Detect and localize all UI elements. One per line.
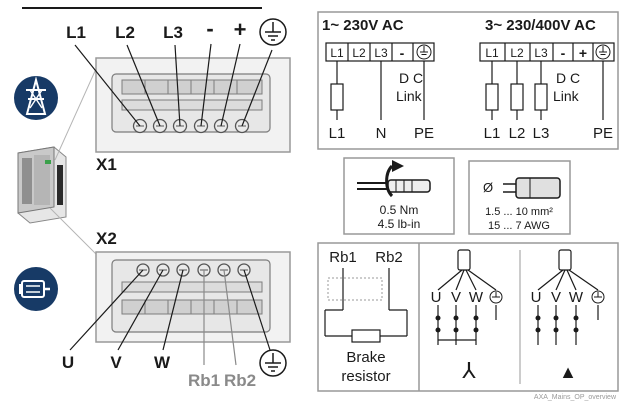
- x1-terminal-plus: +: [234, 17, 247, 42]
- supply-1ph-terminal-strip: [325, 42, 435, 62]
- brake-motor-panel: Rb1 Rb2 Brake resistor: [317, 242, 619, 392]
- footer-reference: AXA_Mains_OP_overview: [534, 394, 617, 401]
- supply-1ph-link: Link: [396, 88, 423, 104]
- motor-delta-u: U: [531, 289, 542, 306]
- drive-unit-illustration: [17, 59, 101, 259]
- x2-connector: X2 U V W Rb: [62, 229, 291, 390]
- supply-1ph-earth-icon: [416, 44, 432, 60]
- torque-lbin: 4.5 lb-in: [378, 217, 421, 231]
- motor-delta-v: V: [551, 289, 561, 306]
- x1-terminal-l2: L2: [115, 23, 135, 42]
- supply-3ph-out-l3: L3: [533, 125, 550, 142]
- x2-label: X2: [96, 229, 117, 248]
- supply-3ph-plus: +: [579, 45, 587, 61]
- x1-connector: L1 L2 L3 - + X1: [66, 16, 291, 174]
- wire-end-icon: [503, 177, 561, 199]
- supply-1ph-out-l1: L1: [329, 125, 346, 142]
- motor-star-v: V: [451, 289, 461, 306]
- x2-terminal-v: V: [110, 353, 122, 372]
- torque-nm: 0.5 Nm: [380, 203, 419, 217]
- x1-earth-icon: [259, 18, 287, 46]
- supply-3ph-title: 3~ 230/400V AC: [485, 17, 596, 34]
- motor-icon: [14, 267, 58, 311]
- x1-terminal-l3: L3: [163, 23, 183, 42]
- supply-panel: 1~ 230V AC L1 L2 L3 - D C Link: [317, 11, 619, 150]
- supply-1ph-dc: D C: [399, 70, 423, 86]
- brake-rb1: Rb1: [329, 249, 357, 266]
- x2-terminal-rb1: Rb1: [188, 371, 220, 390]
- wire-mm2: 1.5 ... 10 mm²: [485, 206, 553, 218]
- motor-star-symbol: ⅄: [461, 358, 476, 383]
- supply-3ph-out-l1: L1: [484, 125, 501, 142]
- motor-delta-symbol: ▲: [559, 362, 577, 382]
- supply-3ph-out-pe: PE: [593, 125, 613, 142]
- wire-diameter-symbol: Ø: [483, 180, 493, 195]
- x1-label: X1: [96, 155, 117, 174]
- x1-terminal-minus: -: [206, 16, 213, 41]
- supply-3ph-out-l2: L2: [509, 125, 526, 142]
- supply-1ph-out-pe: PE: [414, 125, 434, 142]
- x1-terminal-l1: L1: [66, 23, 86, 42]
- screwdriver-icon: [357, 160, 431, 198]
- brake-label-line2: resistor: [341, 368, 390, 385]
- supply-3ph-l1: L1: [485, 46, 499, 60]
- brake-label-line1: Brake: [346, 349, 385, 366]
- supply-3ph-minus: -: [561, 45, 566, 61]
- motor-star-w: W: [469, 289, 484, 306]
- supply-1ph-l3: L3: [374, 46, 388, 60]
- torque-spec-box: 0.5 Nm 4.5 lb-in: [343, 157, 455, 235]
- supply-1ph-title: 1~ 230V AC: [322, 17, 404, 34]
- wire-spec-box: Ø 1.5 ... 10 mm² 15 ... 7 AWG: [468, 160, 571, 235]
- x2-terminal-w: W: [154, 353, 171, 372]
- x2-terminal-u: U: [62, 353, 74, 372]
- wire-awg: 15 ... 7 AWG: [488, 220, 550, 232]
- supply-3ph-l3: L3: [534, 46, 548, 60]
- supply-1ph-minus: -: [400, 45, 405, 61]
- supply-3ph-dc: D C: [556, 70, 580, 86]
- motor-star-earth-icon: [489, 290, 503, 304]
- supply-1ph-out-n: N: [376, 125, 387, 142]
- supply-3ph-l2: L2: [510, 46, 524, 60]
- supply-1ph-l1: L1: [330, 46, 344, 60]
- brake-rb2: Rb2: [375, 249, 403, 266]
- motor-delta-earth-icon: [591, 290, 605, 304]
- brake-resistor-symbol: [324, 268, 408, 343]
- supply-3ph-earth-icon: [595, 44, 611, 60]
- supply-3ph-terminal-strip: [479, 42, 615, 62]
- power-tower-icon: [14, 76, 58, 120]
- motor-star-connection: [435, 249, 497, 345]
- motor-star-u: U: [431, 289, 442, 306]
- x2-terminal-rb2: Rb2: [224, 371, 256, 390]
- motor-delta-connection: [535, 249, 599, 345]
- supply-1ph-l2: L2: [352, 46, 366, 60]
- x2-earth-icon: [259, 349, 287, 377]
- motor-delta-w: W: [569, 289, 584, 306]
- supply-3ph-link: Link: [553, 88, 580, 104]
